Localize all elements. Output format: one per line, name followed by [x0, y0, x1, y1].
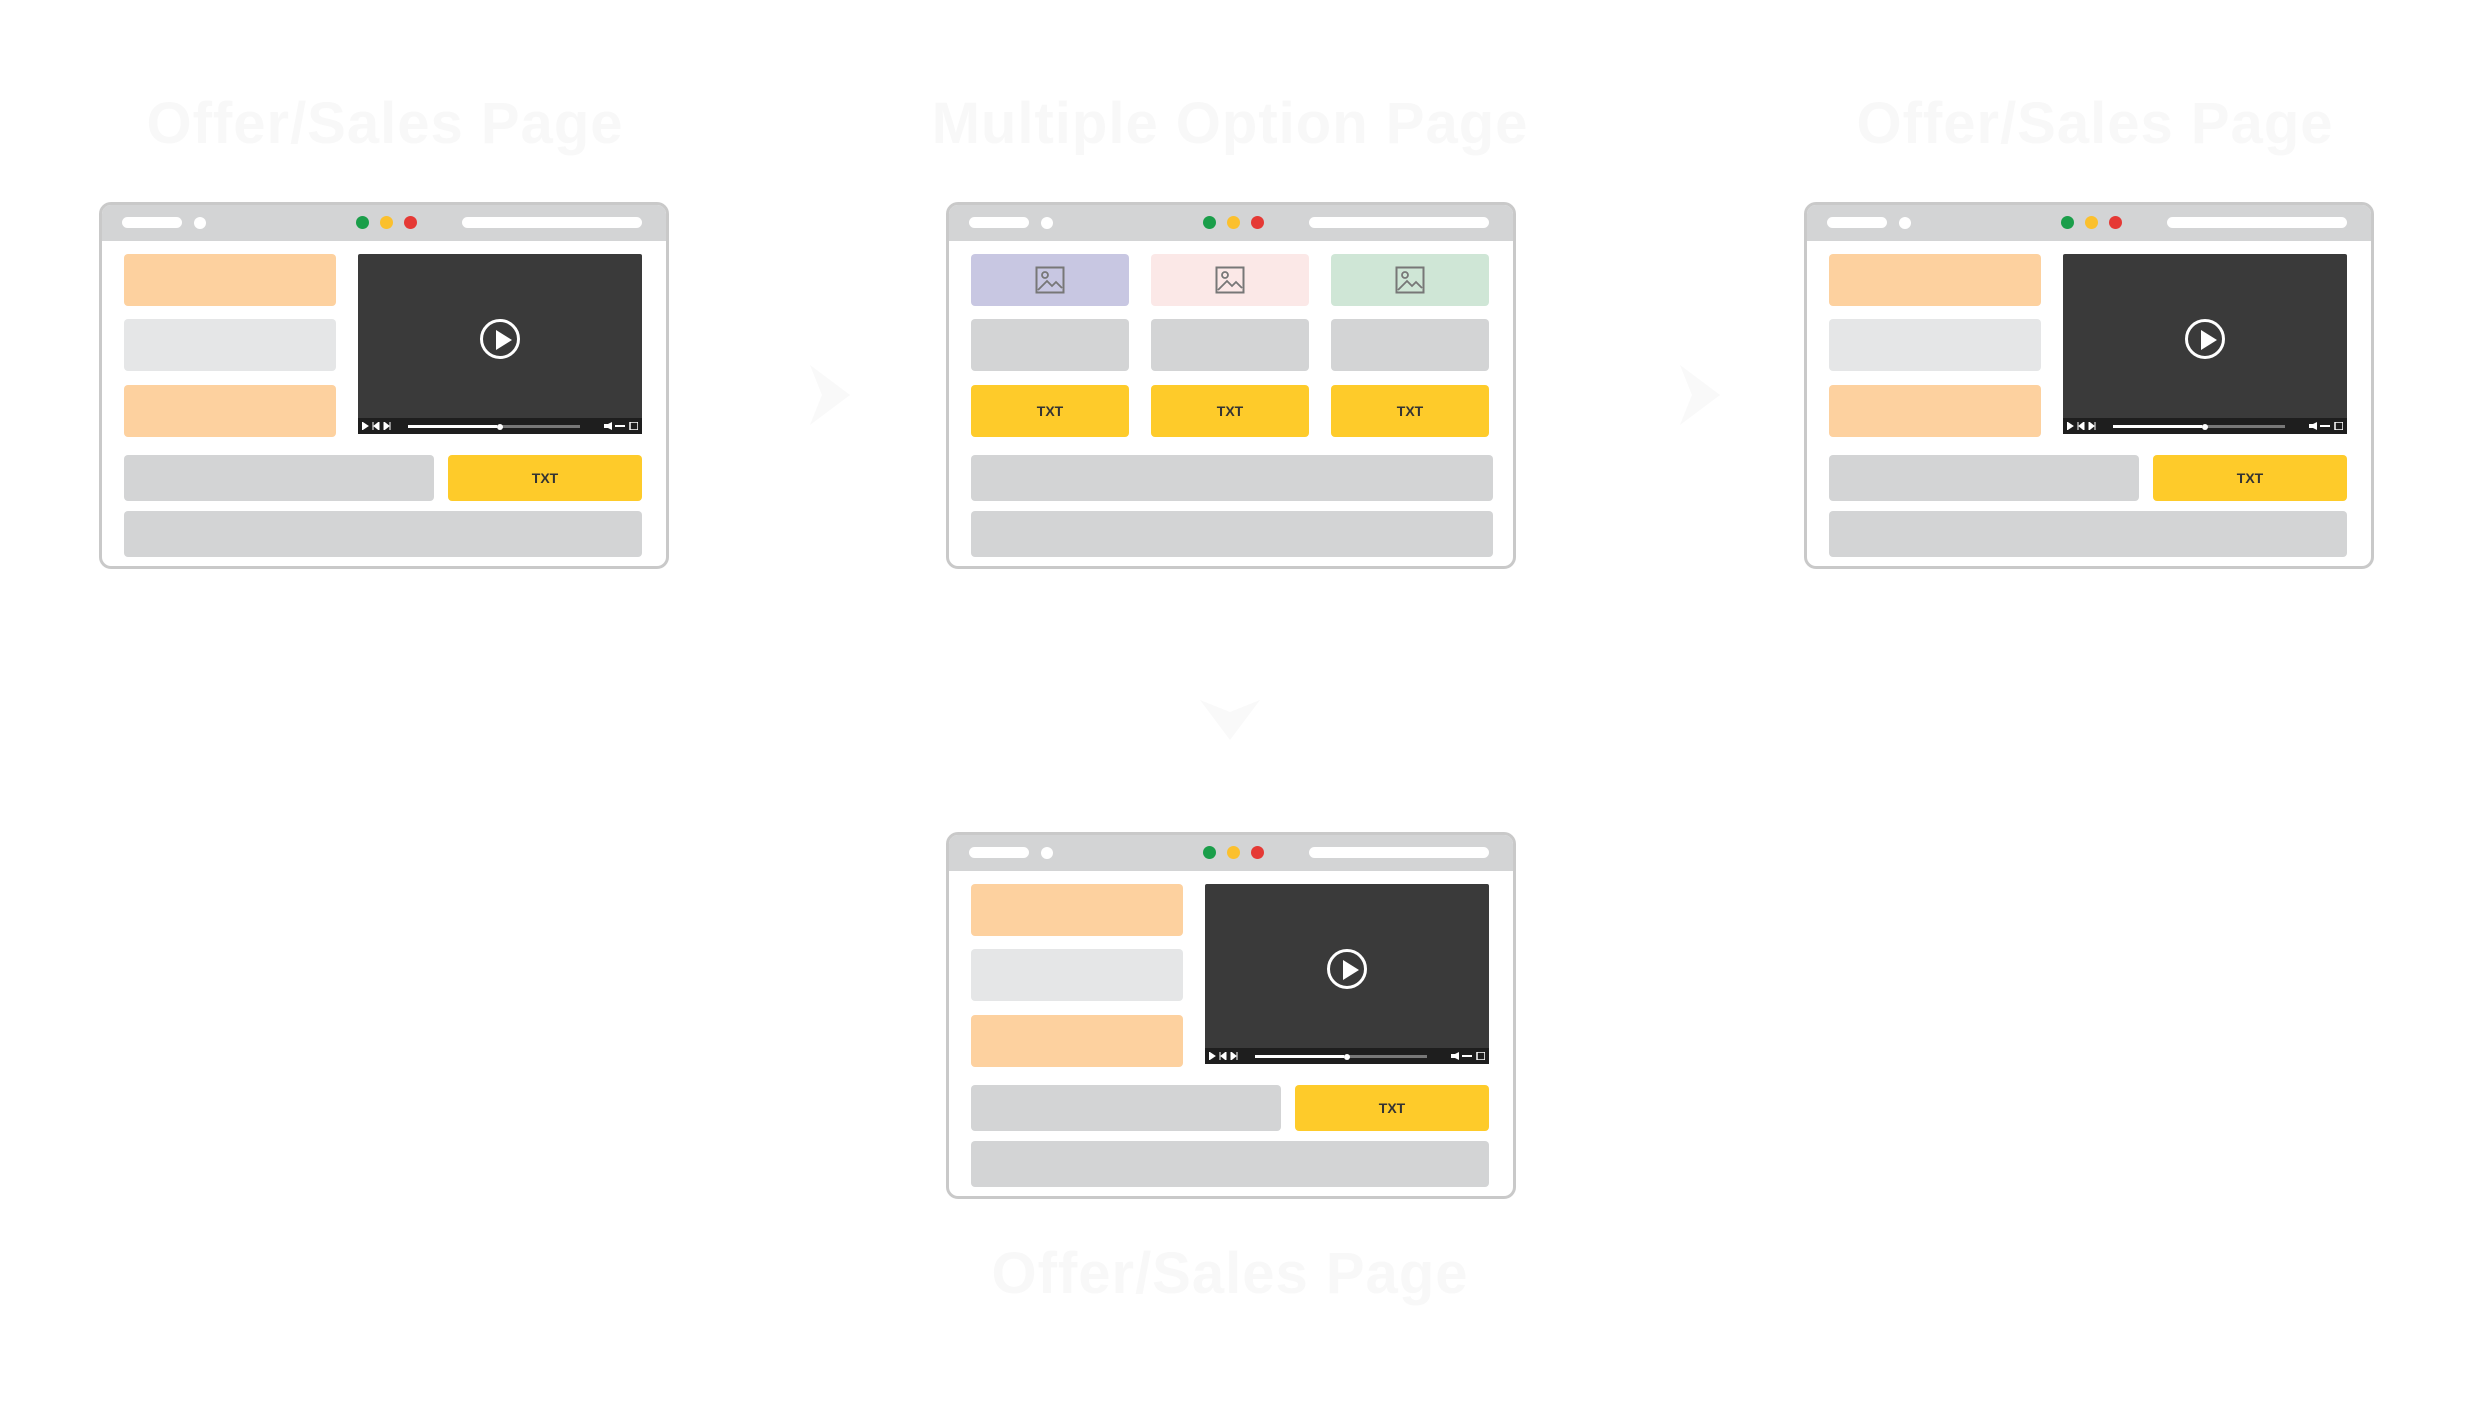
content-block-light — [971, 949, 1183, 1001]
traffic-light-red — [404, 216, 417, 229]
progress-knob[interactable] — [1344, 1053, 1351, 1060]
address-bar[interactable] — [1309, 217, 1489, 228]
cta-button[interactable]: TXT — [2153, 455, 2347, 501]
content-block-orange — [124, 385, 336, 437]
video-player[interactable] — [1205, 884, 1489, 1064]
browser-window-offer-1: TXT — [99, 202, 669, 569]
content-block-light — [1829, 319, 2041, 371]
browser-window-multiple-option: TXT TXT TXT — [946, 202, 1516, 569]
image-icon — [1035, 266, 1065, 294]
image-icon — [1395, 266, 1425, 294]
content-block-orange — [971, 1015, 1183, 1067]
traffic-light-yellow — [1227, 216, 1240, 229]
traffic-light-green — [356, 216, 369, 229]
browser-window-offer-3: TXT — [946, 832, 1516, 1199]
traffic-light-green — [2061, 216, 2074, 229]
option-button-1[interactable]: TXT — [971, 385, 1129, 437]
playback-controls-icon[interactable] — [1209, 1052, 1245, 1060]
tab-pill — [1827, 217, 1887, 228]
progress-track[interactable] — [408, 423, 580, 430]
chevron-right-icon — [1680, 365, 1720, 425]
progress-track[interactable] — [2113, 423, 2285, 430]
traffic-light-yellow — [2085, 216, 2098, 229]
content-block-gray-wide — [124, 511, 642, 557]
content-block-gray-wide — [1829, 511, 2347, 557]
address-bar[interactable] — [1309, 847, 1489, 858]
option-image-3[interactable] — [1331, 254, 1489, 306]
option-button-3[interactable]: TXT — [1331, 385, 1489, 437]
tab-pill — [969, 847, 1029, 858]
content-block-orange — [1829, 254, 2041, 306]
browser-titlebar — [949, 205, 1513, 241]
playback-controls-icon[interactable] — [2067, 422, 2103, 430]
play-icon[interactable] — [2185, 318, 2225, 359]
content-block-orange — [124, 254, 336, 306]
tab-dot — [194, 217, 206, 229]
video-controls[interactable] — [1205, 1048, 1489, 1064]
browser-titlebar — [1807, 205, 2371, 241]
content-block-gray-wide — [971, 1141, 1489, 1187]
progress-knob[interactable] — [497, 423, 504, 430]
tab-dot — [1041, 217, 1053, 229]
option-text-2 — [1151, 319, 1309, 371]
tab-pill — [969, 217, 1029, 228]
content-block-orange — [971, 884, 1183, 936]
traffic-light-green — [1203, 216, 1216, 229]
address-bar[interactable] — [2167, 217, 2347, 228]
option-image-2[interactable] — [1151, 254, 1309, 306]
traffic-light-yellow — [380, 216, 393, 229]
video-player[interactable] — [358, 254, 642, 434]
traffic-light-green — [1203, 846, 1216, 859]
content-block-gray — [971, 1085, 1281, 1131]
title-offer-sales-1: Offer/Sales Page — [146, 91, 624, 156]
image-icon — [1215, 266, 1245, 294]
progress-knob[interactable] — [2202, 423, 2209, 430]
browser-titlebar — [102, 205, 666, 241]
video-player[interactable] — [2063, 254, 2347, 434]
address-bar[interactable] — [462, 217, 642, 228]
cta-button[interactable]: TXT — [1295, 1085, 1489, 1131]
content-block-orange — [1829, 385, 2041, 437]
content-block-gray-wide — [971, 455, 1493, 501]
chevron-down-icon — [1200, 700, 1260, 740]
progress-track[interactable] — [1255, 1053, 1427, 1060]
browser-window-offer-2: TXT — [1804, 202, 2374, 569]
play-icon[interactable] — [480, 318, 520, 359]
video-controls[interactable] — [358, 418, 642, 434]
volume-fullscreen-icon[interactable] — [1431, 1052, 1485, 1060]
video-controls[interactable] — [2063, 418, 2347, 434]
chevron-right-icon — [810, 365, 850, 425]
option-text-1 — [971, 319, 1129, 371]
tab-pill — [122, 217, 182, 228]
title-offer-sales-3: Offer/Sales Page — [991, 1241, 1469, 1306]
content-block-light — [124, 319, 336, 371]
play-icon[interactable] — [1327, 948, 1367, 989]
traffic-light-yellow — [1227, 846, 1240, 859]
traffic-light-red — [1251, 846, 1264, 859]
title-multiple-option: Multiple Option Page — [931, 91, 1529, 156]
option-text-3 — [1331, 319, 1489, 371]
content-block-gray-wide — [971, 511, 1493, 557]
content-block-gray — [1829, 455, 2139, 501]
cta-button[interactable]: TXT — [448, 455, 642, 501]
tab-dot — [1041, 847, 1053, 859]
volume-fullscreen-icon[interactable] — [584, 422, 638, 430]
content-block-gray — [124, 455, 434, 501]
browser-titlebar — [949, 835, 1513, 871]
tab-dot — [1899, 217, 1911, 229]
traffic-light-red — [2109, 216, 2122, 229]
option-button-2[interactable]: TXT — [1151, 385, 1309, 437]
playback-controls-icon[interactable] — [362, 422, 398, 430]
volume-fullscreen-icon[interactable] — [2289, 422, 2343, 430]
title-offer-sales-2: Offer/Sales Page — [1856, 91, 2334, 156]
option-image-1[interactable] — [971, 254, 1129, 306]
traffic-light-red — [1251, 216, 1264, 229]
